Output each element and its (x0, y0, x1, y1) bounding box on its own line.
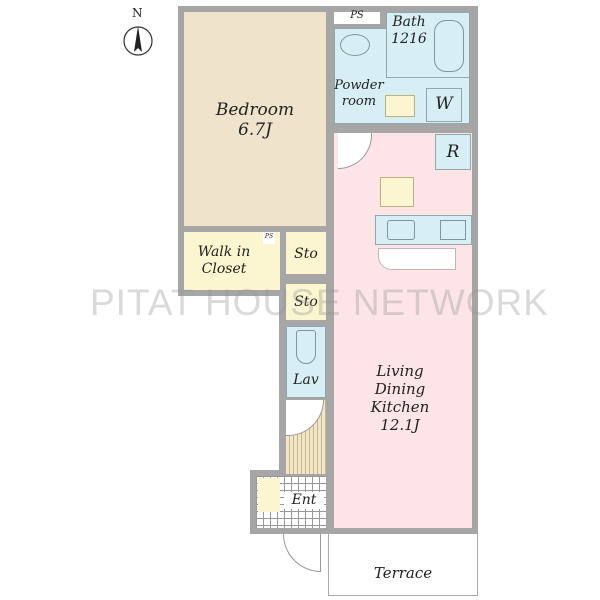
storage-hatch (385, 95, 415, 117)
bedroom-name: Bedroom (215, 100, 295, 120)
compass-north-label: N (132, 6, 143, 20)
entrance-label: Ent (284, 492, 324, 509)
storage-2-label: Sto (294, 294, 318, 310)
powder-name2: room (341, 93, 377, 109)
bathtub-icon (434, 20, 464, 72)
counter-back (378, 248, 456, 270)
entry-door-swing (283, 534, 321, 572)
watermark: PITAT HOUSE NETWORK (90, 282, 549, 323)
ps-small (263, 232, 275, 244)
storage-1 (286, 232, 326, 274)
ldk-size: 12.1J (380, 416, 420, 434)
storage-hatch-2 (380, 177, 414, 207)
fridge-space (435, 134, 471, 170)
closet-name2: Closet (201, 260, 247, 277)
washer-space (426, 88, 462, 122)
storage-1-label: Sto (294, 246, 318, 262)
kitchen-sink-icon (387, 220, 415, 240)
stove-icon (440, 220, 466, 240)
entry-shoe-cabinet (258, 478, 280, 512)
bath-size: 1216 (391, 30, 427, 47)
bath-name: Bath (392, 14, 426, 30)
compass-icon (123, 26, 153, 56)
bedroom-size: 6.7J (238, 120, 272, 141)
terrace-label: Terrace (373, 564, 433, 582)
ps-small-label: PS (264, 233, 274, 240)
toilet-icon (296, 330, 316, 364)
ldk-line2: Dining (374, 380, 426, 398)
storage-2 (286, 284, 326, 320)
washer-label: W (435, 94, 453, 114)
compass: N (118, 6, 158, 62)
ps-top (334, 12, 380, 24)
fridge-label: R (446, 142, 460, 162)
ldk-line1: Living (376, 362, 424, 380)
bedroom (184, 12, 326, 226)
powder-name: Powder (334, 78, 384, 93)
lavatory-label: Lav (293, 372, 319, 388)
ldk-line3: Kitchen (370, 398, 430, 416)
closet-name: Walk in (197, 244, 251, 260)
sink-icon (340, 34, 370, 56)
ps-top-label: PS (350, 10, 364, 21)
terrace (328, 534, 478, 596)
